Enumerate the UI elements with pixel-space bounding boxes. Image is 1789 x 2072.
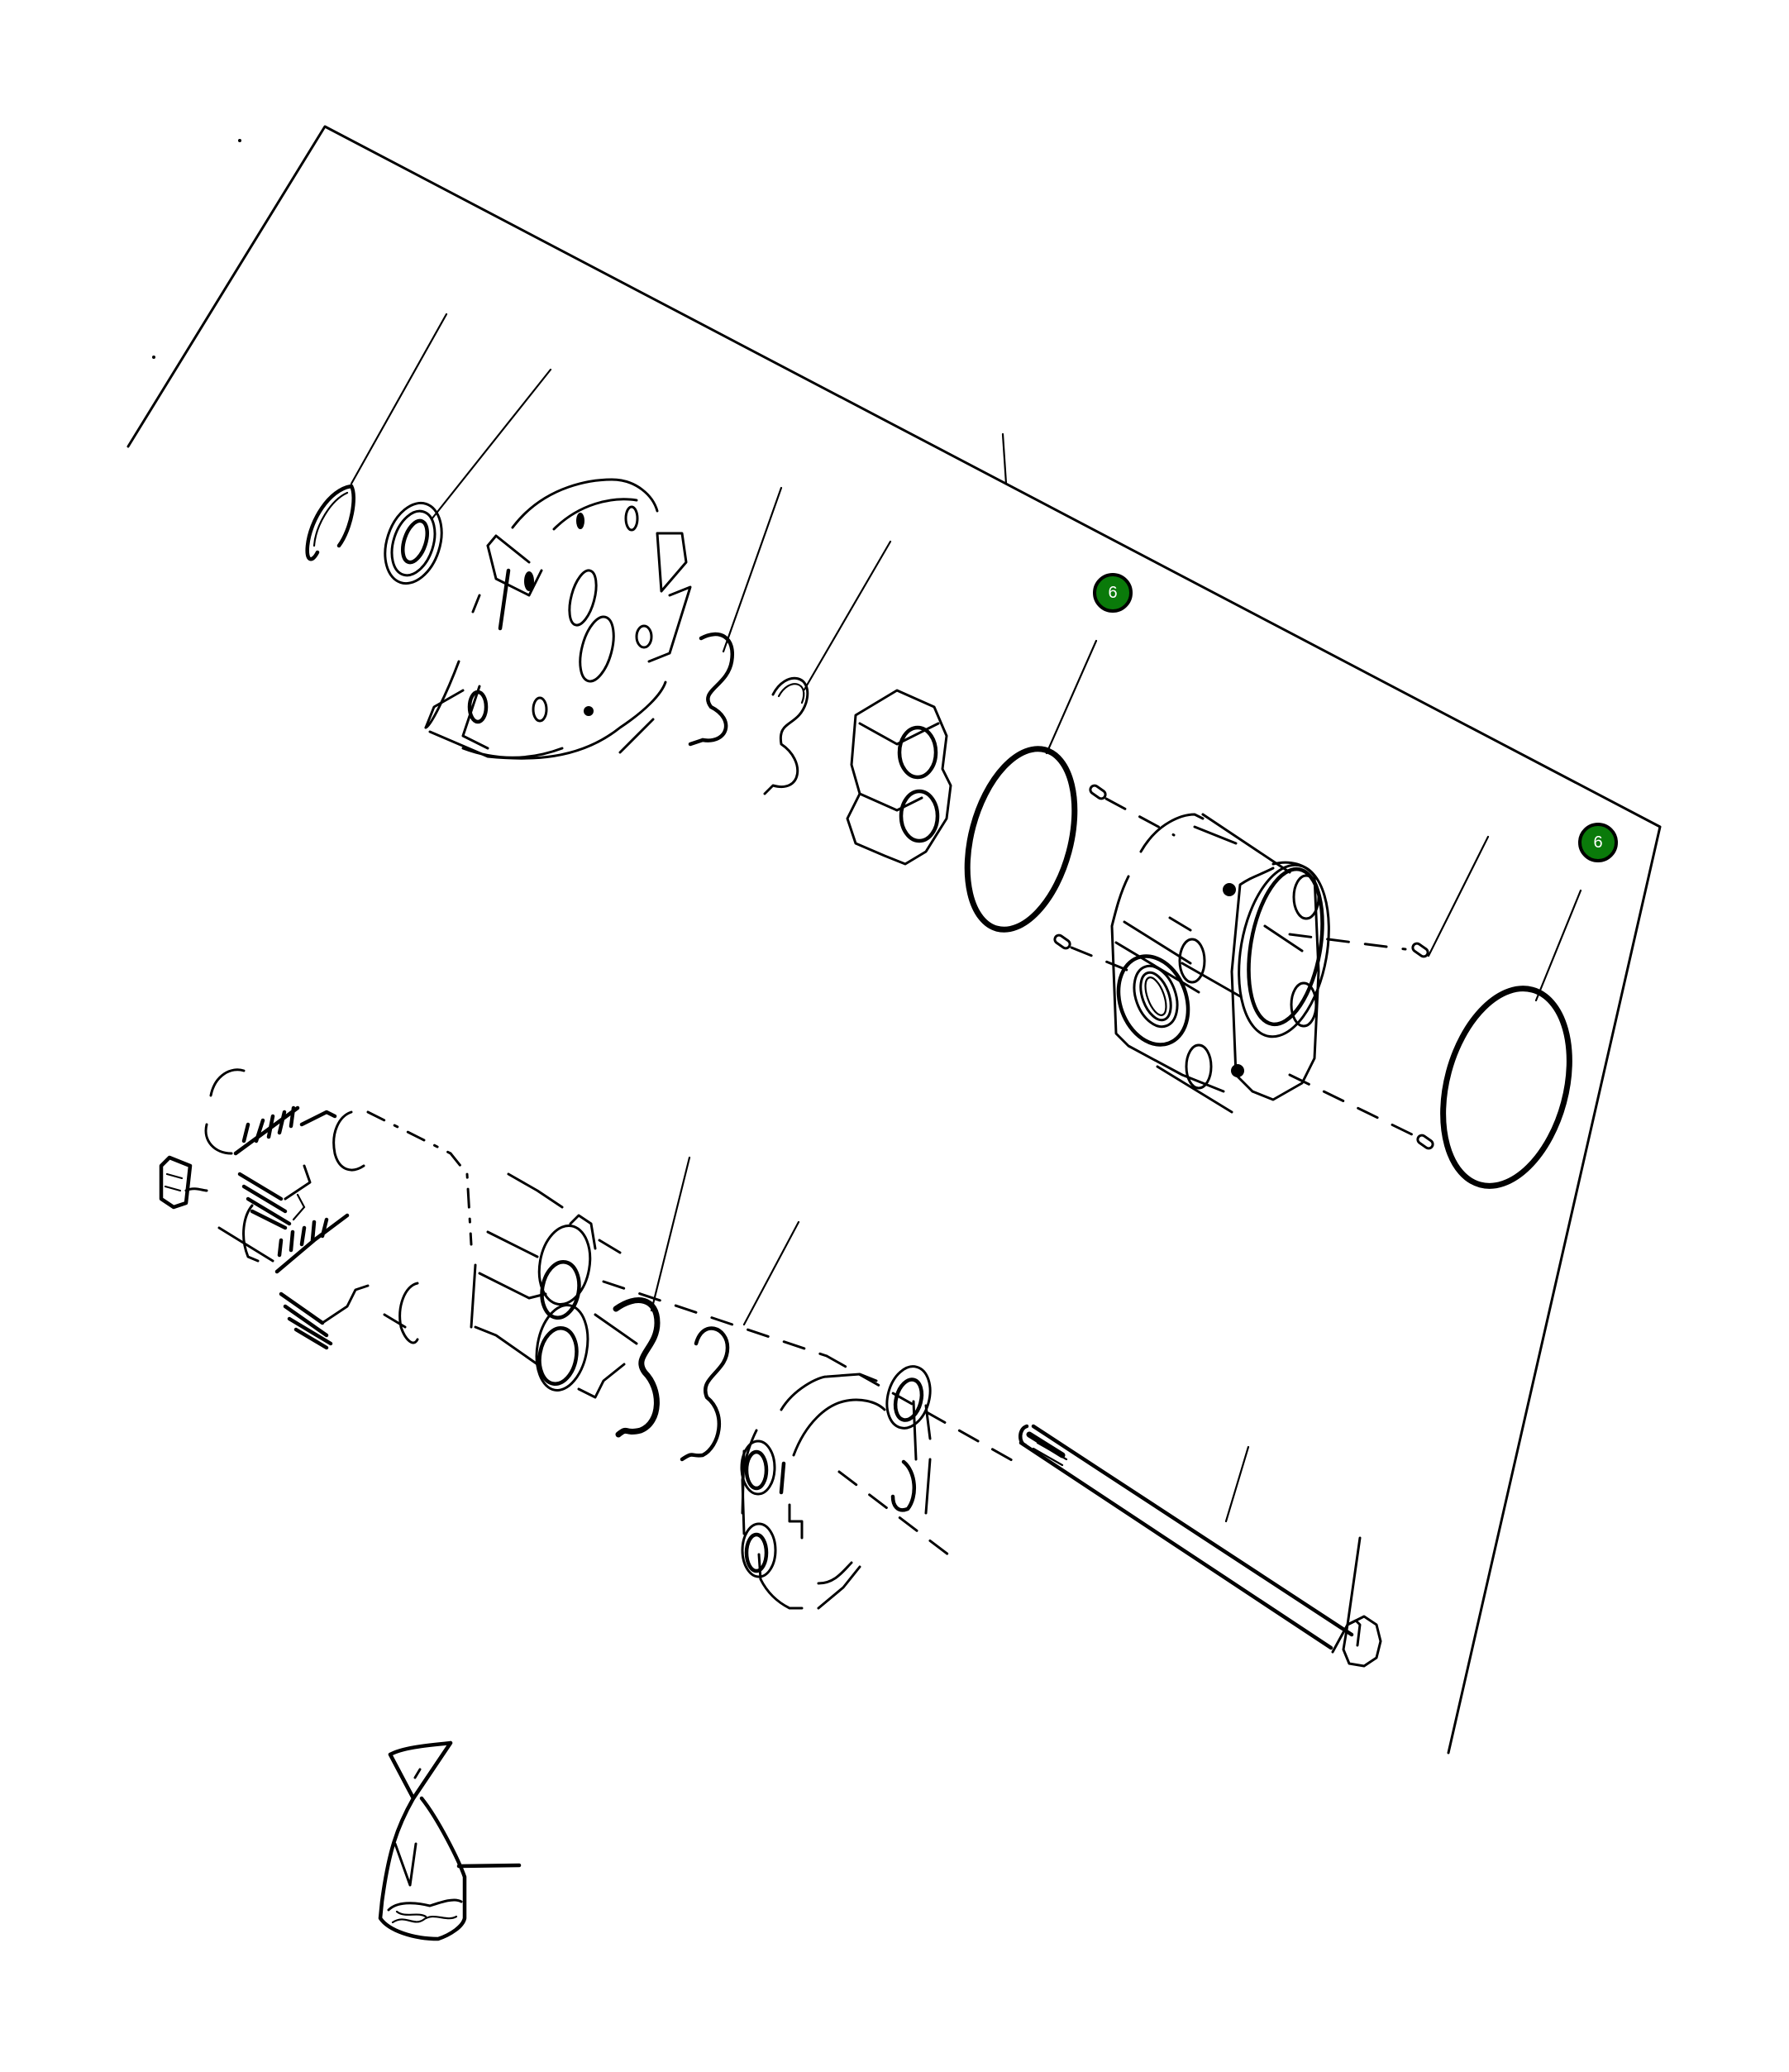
callout-badge-o-ring-lower[interactable]: 6 bbox=[1578, 823, 1618, 862]
o-ring-lower bbox=[1440, 986, 1572, 1189]
assembly-center-lines bbox=[366, 797, 1420, 1564]
callout-badge-o-ring-upper[interactable]: 6 bbox=[1093, 573, 1133, 613]
driven-gear bbox=[204, 1068, 365, 1230]
shaft-seal bbox=[384, 501, 443, 585]
wear-plate-bushing-block bbox=[846, 689, 952, 866]
backup-seal-b bbox=[763, 676, 809, 795]
backup-seal-a bbox=[688, 632, 735, 747]
rear-bushing-block bbox=[470, 1172, 638, 1399]
o-ring-upper bbox=[964, 746, 1078, 933]
assembly-bracket bbox=[126, 125, 1662, 1755]
backup-seal-c bbox=[613, 1297, 661, 1438]
gear-housing bbox=[1110, 813, 1330, 1114]
seal-kit-bag bbox=[378, 1740, 467, 1941]
leader-lines bbox=[350, 313, 1582, 1869]
dowel-pins bbox=[1053, 784, 1434, 1150]
drive-gear-shaft bbox=[159, 1155, 419, 1350]
front-mounting-flange bbox=[424, 478, 692, 760]
rear-cover bbox=[740, 1365, 932, 1610]
through-bolt bbox=[1019, 1424, 1382, 1668]
snap-ring bbox=[305, 484, 355, 561]
backup-seal-d bbox=[680, 1326, 730, 1462]
